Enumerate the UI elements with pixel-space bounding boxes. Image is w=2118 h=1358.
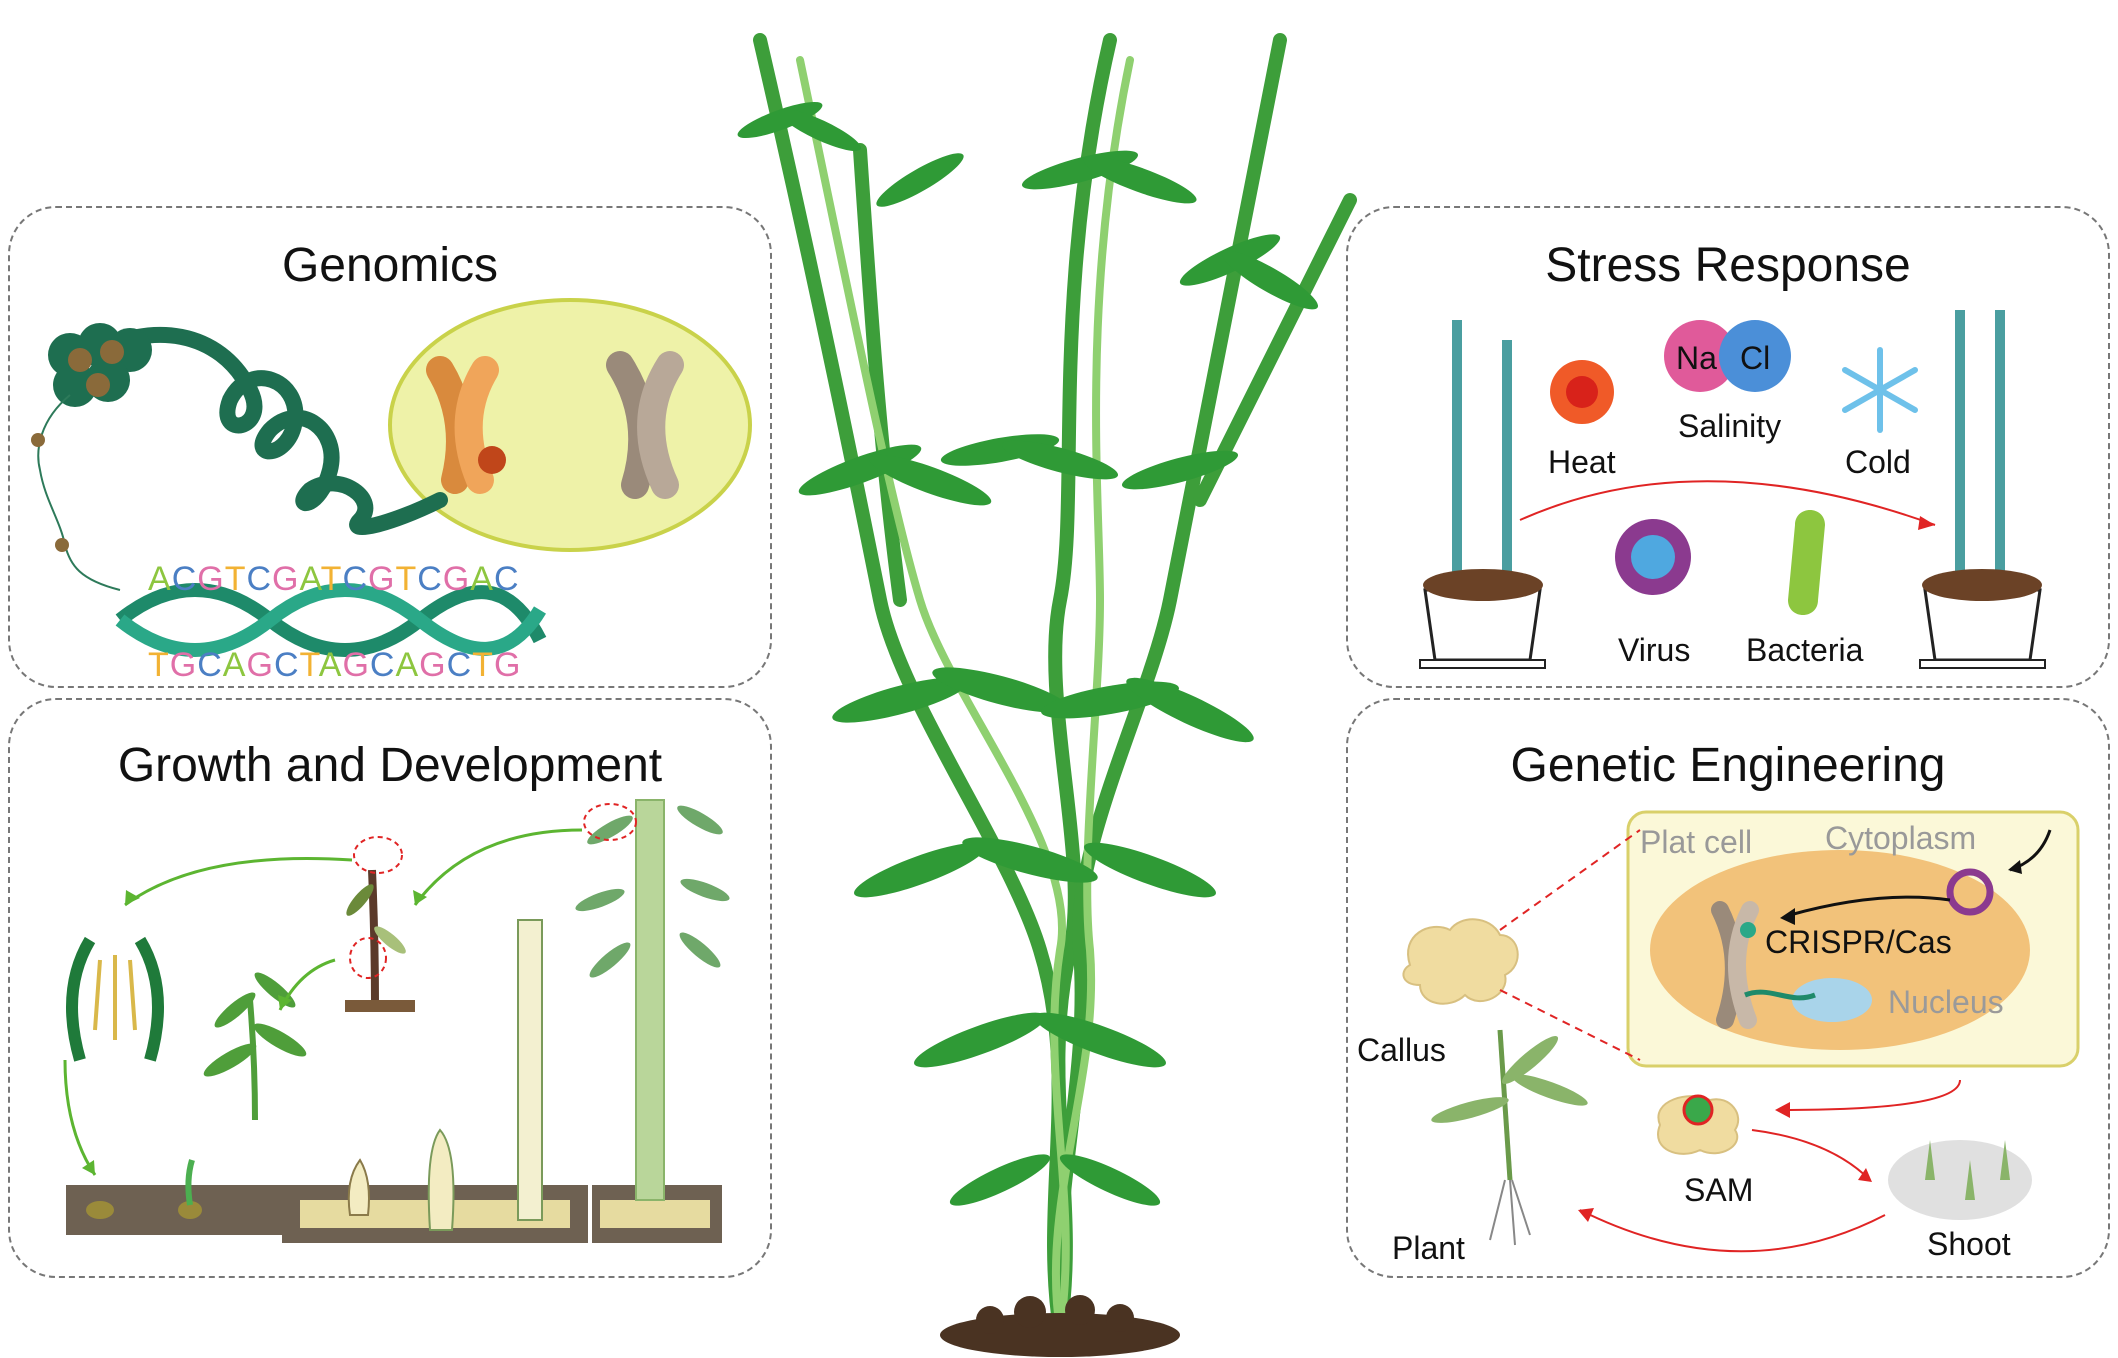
base-c: C: [273, 646, 300, 684]
bamboo-leaf-whorls: [737, 101, 1319, 1206]
base-c: C: [171, 560, 198, 598]
base-c: C: [342, 560, 368, 598]
base-t: T: [395, 560, 418, 598]
stress-label-heat: Heat: [1548, 444, 1616, 480]
base-t: T: [148, 646, 170, 684]
base-g: G: [342, 646, 370, 684]
stress-label-na: Na: [1676, 340, 1717, 376]
base-c: C: [246, 560, 273, 598]
label-cytoplasm: Cytoplasm: [1825, 820, 1977, 856]
base-g: G: [368, 560, 396, 598]
label-plat-cell: Plat cell: [1640, 824, 1753, 860]
label-shoot: Shoot: [1927, 1226, 2011, 1262]
base-a: A: [299, 560, 321, 598]
genomics-title: Genomics: [281, 239, 499, 292]
base-a: A: [148, 560, 172, 598]
stress-label-cold: Cold: [1845, 444, 1911, 480]
base-a: A: [395, 646, 420, 684]
stress-panel: Stress Response: [1346, 206, 2110, 688]
base-g: G: [246, 646, 274, 684]
base-g: G: [197, 560, 225, 598]
growth-panel: Growth and Development: [8, 698, 772, 1278]
stress-label-salinity: Salinity: [1678, 408, 1782, 444]
base-g: G: [493, 646, 522, 684]
base-t: T: [224, 560, 247, 598]
genetic-title: Genetic Engineering: [1510, 739, 1946, 792]
base-t: T: [299, 646, 319, 684]
genomics-panel: Genomics: [8, 206, 772, 688]
base-c: C: [493, 560, 520, 598]
base-t: T: [320, 560, 343, 598]
base-c: C: [446, 646, 473, 684]
growth-title: Growth and Development: [117, 739, 663, 792]
base-a: A: [222, 646, 247, 684]
base-c: C: [417, 560, 443, 598]
base-g: G: [272, 560, 300, 598]
base-g: G: [169, 646, 198, 684]
base-a: A: [470, 560, 494, 598]
base-a: A: [318, 646, 343, 684]
stress-label-cl: Cl: [1740, 340, 1771, 376]
label-callus: Callus: [1357, 1032, 1446, 1068]
label-sam: SAM: [1684, 1172, 1754, 1208]
soil-mound: [940, 1295, 1180, 1357]
stress-title: Stress Response: [1545, 239, 1911, 292]
label-plant: Plant: [1392, 1230, 1465, 1266]
base-g: G: [442, 560, 471, 598]
label-crispr: CRISPR/Cas: [1765, 924, 1952, 960]
base-c: C: [197, 646, 223, 684]
sequence-bottom: TGCAGCTAGCAGCTG: [148, 646, 521, 685]
base-t: T: [472, 646, 494, 684]
stress-label-virus: Virus: [1618, 632, 1691, 668]
base-c: C: [369, 646, 396, 684]
base-g: G: [419, 646, 447, 684]
label-nucleus: Nucleus: [1888, 984, 2004, 1020]
stress-label-bacteria: Bacteria: [1746, 632, 1864, 668]
sequence-top: ACGTCGATCGTCGAC: [148, 560, 520, 599]
